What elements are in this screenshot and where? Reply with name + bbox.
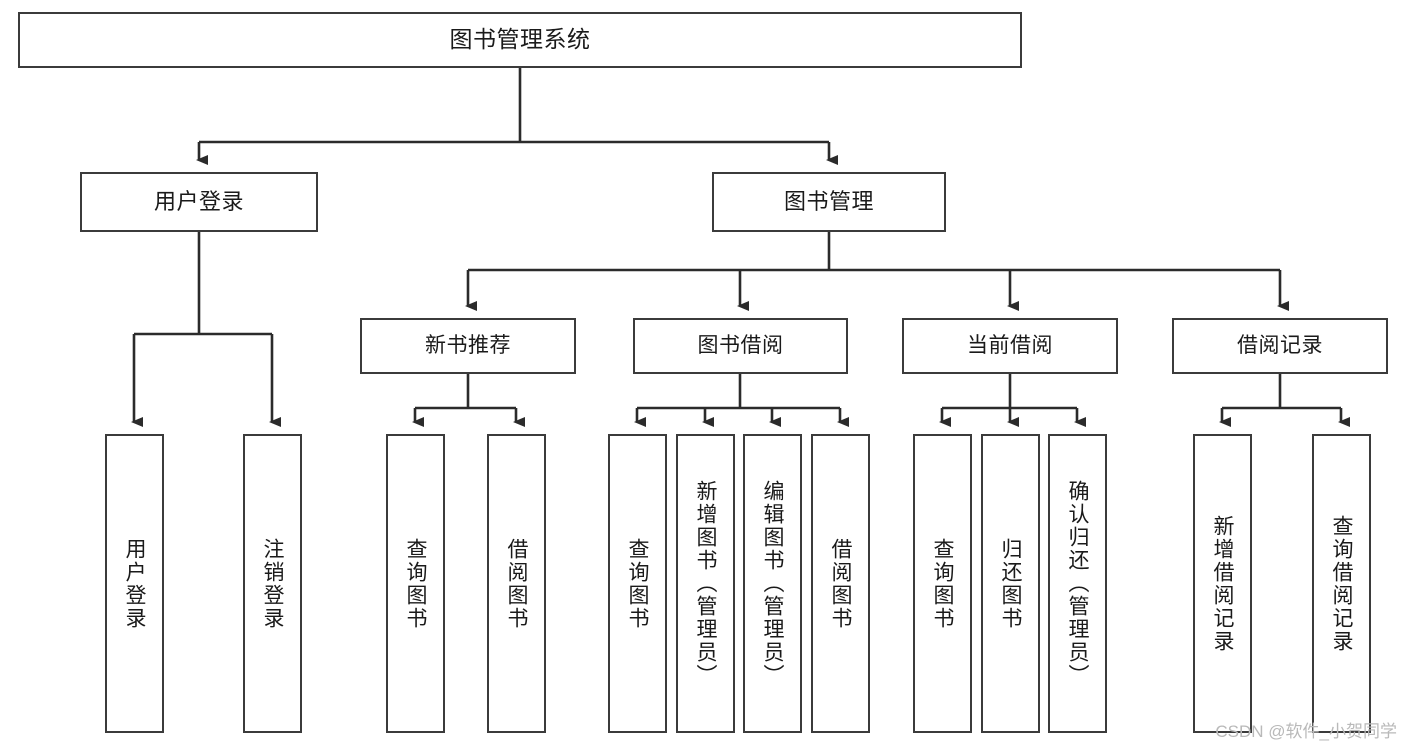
node-leaf-add-record[interactable]: 新增借阅记录 bbox=[1193, 434, 1252, 733]
node-current-borrow-label: 当前借阅 bbox=[967, 333, 1053, 357]
node-leaf-query-book-rec[interactable]: 查询图书 bbox=[386, 434, 445, 733]
node-root-label: 图书管理系统 bbox=[449, 26, 591, 53]
node-leaf-add-book[interactable]: 新增图书（管理员） bbox=[676, 434, 735, 733]
node-leaf-query-book-current[interactable]: 查询图书 bbox=[913, 434, 972, 733]
node-book-manage-label: 图书管理 bbox=[783, 189, 874, 215]
node-leaf-user-logout[interactable]: 注销登录 bbox=[243, 434, 302, 733]
node-leaf-user-logout-label: 注销登录 bbox=[261, 537, 284, 630]
node-leaf-borrow-book-rec-label: 借阅图书 bbox=[505, 537, 528, 630]
node-leaf-query-book-rec-label: 查询图书 bbox=[404, 537, 427, 630]
node-root[interactable]: 图书管理系统 bbox=[18, 12, 1022, 68]
node-borrow-record-label: 借阅记录 bbox=[1237, 333, 1323, 357]
node-leaf-user-login[interactable]: 用户登录 bbox=[105, 434, 164, 733]
node-leaf-query-record[interactable]: 查询借阅记录 bbox=[1312, 434, 1371, 733]
node-leaf-add-book-label: 新增图书（管理员） bbox=[694, 480, 717, 687]
node-leaf-borrow-book-label: 借阅图书 bbox=[829, 537, 852, 630]
node-leaf-confirm-return-label: 确认归还（管理员） bbox=[1066, 480, 1089, 687]
node-current-borrow[interactable]: 当前借阅 bbox=[902, 318, 1118, 374]
node-leaf-query-book-borrow-label: 查询图书 bbox=[626, 537, 649, 630]
node-leaf-query-record-label: 查询借阅记录 bbox=[1330, 514, 1353, 653]
node-leaf-user-login-label: 用户登录 bbox=[123, 537, 146, 630]
node-leaf-return-book-label: 归还图书 bbox=[999, 537, 1022, 630]
node-leaf-return-book[interactable]: 归还图书 bbox=[981, 434, 1040, 733]
node-leaf-query-book-borrow[interactable]: 查询图书 bbox=[608, 434, 667, 733]
node-book-manage[interactable]: 图书管理 bbox=[712, 172, 946, 232]
node-borrow-record[interactable]: 借阅记录 bbox=[1172, 318, 1388, 374]
node-new-book-rec[interactable]: 新书推荐 bbox=[360, 318, 576, 374]
node-leaf-query-book-current-label: 查询图书 bbox=[931, 537, 954, 630]
csdn-watermark: CSDN @软件_小贺同学 bbox=[1215, 722, 1397, 741]
node-leaf-edit-book-label: 编辑图书（管理员） bbox=[761, 480, 784, 687]
node-new-book-rec-label: 新书推荐 bbox=[425, 333, 511, 357]
node-leaf-add-record-label: 新增借阅记录 bbox=[1211, 514, 1234, 653]
node-leaf-borrow-book-rec[interactable]: 借阅图书 bbox=[487, 434, 546, 733]
node-book-borrow[interactable]: 图书借阅 bbox=[633, 318, 848, 374]
node-user-login[interactable]: 用户登录 bbox=[80, 172, 318, 232]
node-leaf-edit-book[interactable]: 编辑图书（管理员） bbox=[743, 434, 802, 733]
node-leaf-borrow-book[interactable]: 借阅图书 bbox=[811, 434, 870, 733]
node-leaf-confirm-return[interactable]: 确认归还（管理员） bbox=[1048, 434, 1107, 733]
node-user-login-label: 用户登录 bbox=[153, 189, 244, 215]
node-book-borrow-label: 图书借阅 bbox=[697, 333, 784, 357]
